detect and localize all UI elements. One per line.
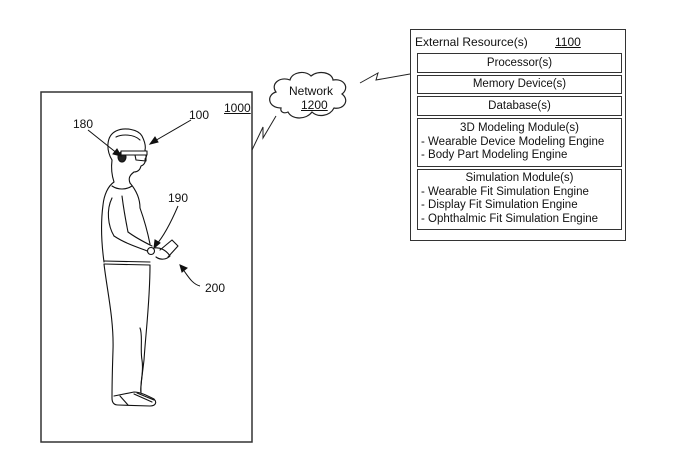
callout-arrows: [87, 119, 201, 287]
module-simulation-item: - Ophthalmic Fit Simulation Engine: [421, 212, 599, 225]
module-memory: Memory Device(s): [417, 75, 622, 94]
module-3d-modeling-item: - Body Part Modeling Engine: [421, 149, 568, 161]
external-resources-title: External Resource(s): [415, 35, 528, 49]
module-memory-title: Memory Device(s): [472, 78, 567, 90]
module-3d-modeling-item: - Wearable Device Modeling Engine: [421, 135, 605, 148]
module-3d-modeling: 3D Modeling Module(s) - Wearable Device …: [417, 118, 622, 167]
external-resources-ref: 1100: [555, 35, 581, 49]
label-sensor: 180: [73, 117, 94, 131]
link-panel-to-network: [251, 115, 277, 151]
module-database: Database(s): [417, 96, 622, 116]
label-watch: 190: [168, 191, 189, 205]
device-panel-frame: [40, 91, 253, 443]
module-3d-modeling-title: 3D Modeling Module(s): [460, 122, 579, 134]
label-phone: 200: [205, 281, 226, 295]
person-figure: [101, 128, 179, 407]
device-panel-ref: 1000: [224, 101, 251, 115]
module-simulation: Simulation Module(s) - Wearable Fit Simu…: [417, 169, 622, 230]
module-database-title: Database(s): [488, 100, 551, 112]
external-resources-box: External Resource(s) 1100 Processor(s) M…: [410, 29, 626, 241]
module-simulation-item: - Wearable Fit Simulation Engine: [421, 185, 589, 198]
label-glasses: 100: [189, 108, 210, 122]
network-cloud: [269, 71, 347, 119]
network-title: Network: [289, 84, 334, 98]
module-processor-title: Processor(s): [486, 57, 553, 69]
module-simulation-title: Simulation Module(s): [465, 172, 574, 184]
module-processor: Processor(s): [417, 53, 622, 73]
network-ref: 1200: [301, 98, 328, 112]
link-network-to-external: [359, 71, 411, 84]
module-simulation-item: - Display Fit Simulation Engine: [421, 199, 578, 211]
